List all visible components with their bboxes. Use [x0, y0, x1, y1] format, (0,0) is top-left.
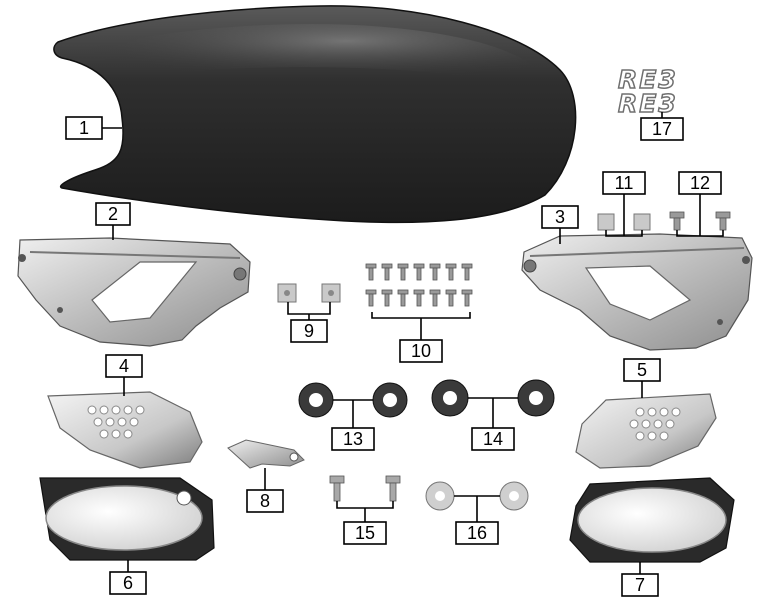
callout-6: 6 — [109, 571, 147, 595]
grommet-pair-right-part — [431, 379, 555, 417]
screw-set-part — [365, 263, 473, 307]
right-oval-cover-part — [569, 477, 735, 563]
left-side-cover-part — [17, 237, 251, 347]
callout-label: 11 — [615, 173, 634, 193]
callout-14: 14 — [471, 427, 515, 451]
callout-label: 3 — [555, 207, 565, 227]
callout-label: 12 — [690, 173, 710, 193]
clip-pair-upper-part — [597, 213, 651, 231]
shoulder-bolt-pair-part — [329, 475, 401, 502]
callout-9: 9 — [290, 319, 328, 343]
callout-label: 6 — [123, 573, 133, 593]
callout-label: 4 — [119, 356, 129, 376]
callout-4: 4 — [105, 354, 143, 378]
left-oval-cover-part — [39, 477, 215, 561]
callout-label: 14 — [483, 429, 503, 449]
callout-3: 3 — [541, 205, 579, 229]
callout-17: 17 — [640, 117, 684, 141]
right-side-cover-part — [521, 233, 753, 351]
callout-1: 1 — [65, 116, 103, 140]
leader-lines — [102, 112, 724, 574]
callout-10: 10 — [399, 339, 443, 363]
callout-label: 17 — [652, 119, 672, 139]
callout-11: 11 — [602, 171, 646, 195]
bracket-part — [227, 439, 305, 469]
callout-label: 13 — [343, 429, 363, 449]
callout-label: 9 — [304, 321, 314, 341]
callout-16: 16 — [455, 521, 499, 545]
callout-label: 15 — [355, 523, 375, 543]
callout-5: 5 — [623, 358, 661, 382]
callout-label: 5 — [637, 360, 647, 380]
re3-decal-part: RE3 RE3 — [617, 64, 678, 119]
right-perforated-plate-part — [575, 393, 717, 469]
callout-12: 12 — [678, 171, 722, 195]
decal-text-lower: RE3 — [618, 89, 678, 118]
callout-label: 7 — [635, 575, 645, 595]
callout-label: 10 — [411, 341, 431, 361]
callout-13: 13 — [331, 427, 375, 451]
callout-2: 2 — [95, 202, 131, 226]
left-perforated-plate-part — [47, 391, 203, 469]
seat-part — [53, 5, 577, 224]
callout-label: 8 — [260, 491, 270, 511]
callout-8: 8 — [246, 489, 284, 513]
callout-15: 15 — [343, 521, 387, 545]
decal-text-upper: RE3 — [618, 65, 678, 94]
clip-pair-part — [277, 283, 341, 303]
grommet-pair-part — [298, 382, 408, 418]
callout-7: 7 — [621, 573, 659, 597]
callout-label: 16 — [467, 523, 487, 543]
callout-label: 2 — [108, 204, 118, 224]
callout-label: 1 — [79, 118, 89, 138]
